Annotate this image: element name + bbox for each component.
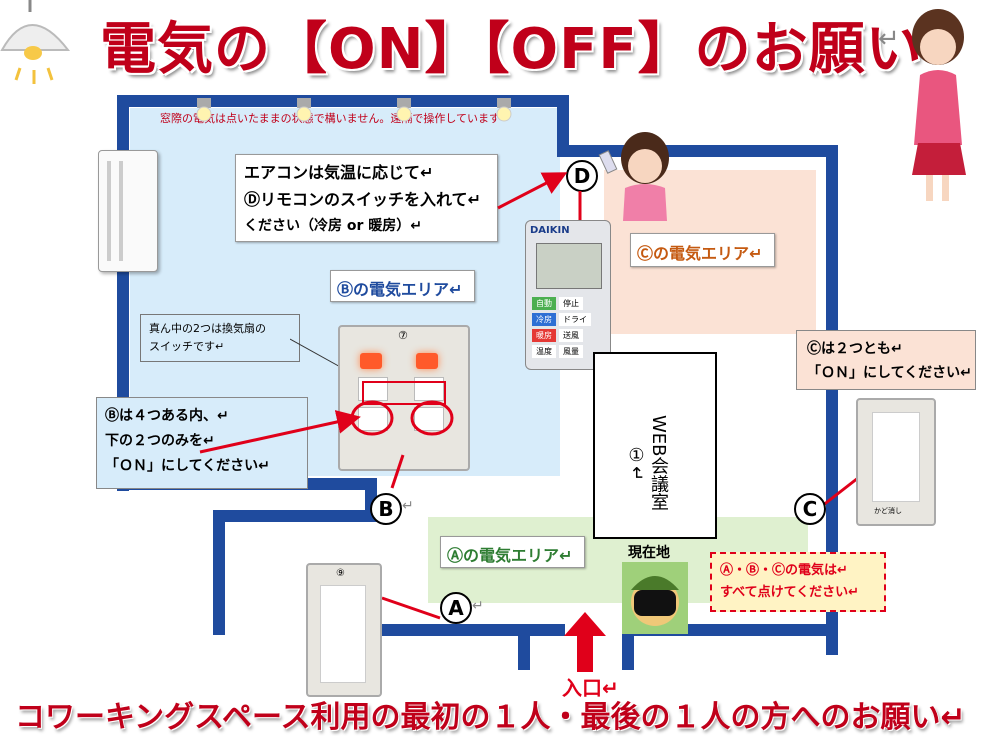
area-c-label-box: Ⓒの電気エリア↵ (630, 233, 775, 267)
b-note-line-1: Ⓑは４つある内、↵ (105, 408, 229, 424)
all-note-line-1: Ⓐ・Ⓑ・Ⓒの電気は↵ (720, 563, 848, 578)
wall-lower-horizontal (213, 510, 377, 522)
area-b-label: Ⓑの電気エリア↵ (337, 280, 463, 299)
fan-note-line-2: スイッチです↵ (149, 340, 225, 353)
wall-entrance-left (518, 624, 530, 670)
wall-top-right-stub (557, 95, 569, 155)
b-note-line-2: 下の２つのみを↵ (105, 433, 215, 449)
area-a-label-box: Ⓐの電気エリア↵ (440, 536, 585, 568)
marker-d: D (566, 160, 598, 192)
air-conditioner-icon (98, 150, 158, 272)
c-note-line-1: Ⓒは２つとも↵ (807, 341, 903, 357)
area-a-label: Ⓐの電気エリア↵ (447, 546, 573, 565)
switch-number-b: ⑦ (398, 329, 408, 342)
area-c-label: Ⓒの電気エリア↵ (637, 244, 763, 263)
fan-note-line-1: 真ん中の2つは換気扇の (149, 322, 266, 335)
switch-b-red-circles (350, 400, 454, 436)
c-instruction-box: Ⓒは２つとも↵ 「ＯＮ」にしてください↵ (796, 330, 976, 390)
aircon-line-2: Ⓓリモコンのスイッチを入れて↵ (244, 190, 481, 209)
aircon-instruction-box: エアコンは気温に応じて↵ Ⓓリモコンのスイッチを入れて↵ ください（冷房 or … (235, 154, 498, 242)
switch-number-c: かど消し (874, 507, 902, 515)
current-location-label: 現在地 (628, 545, 670, 561)
switch-plate-c: かど消し (856, 398, 936, 526)
remote-brand: DAIKIN (530, 225, 570, 236)
all-note-line-2: すべて点けてください↵ (720, 585, 860, 600)
title-return-mark: ↵ (878, 24, 900, 54)
remote-button: 暖房 (532, 329, 556, 342)
remote-control: DAIKIN 自動 停止 冷房 ドライ 暖房 送風 温度 風量 (525, 220, 611, 370)
remote-button: 自動 (532, 297, 556, 310)
marker-b: B (370, 493, 402, 525)
wall-top (117, 95, 567, 107)
remote-button: 温度 (532, 345, 556, 358)
woman-with-remote-icon (598, 132, 669, 221)
web-meeting-room-label: WEB会議室①↵ (626, 415, 669, 511)
switch-plate-b: ⑦ (338, 325, 470, 471)
footer-request: コワーキングスペース利用の最初の１人・最後の１人の方へのお願い↵ (15, 700, 966, 735)
current-location-person-icon (622, 562, 688, 634)
web-meeting-room: WEB会議室①↵ (593, 352, 717, 539)
aircon-line-3: ください（冷房 or 暖房）↵ (244, 218, 423, 234)
light-bulb-icon (296, 98, 312, 122)
all-lights-note-box: Ⓐ・Ⓑ・Ⓒの電気は↵ すべて点けてください↵ (710, 552, 886, 612)
marker-a-return: ↵ (472, 598, 484, 614)
light-bulb-icon (396, 98, 412, 122)
ceiling-lamp-icon (0, 0, 71, 84)
remote-button: 風量 (559, 345, 583, 358)
marker-a: A (440, 592, 472, 624)
remote-button: ドライ (559, 313, 591, 326)
aircon-line-1: エアコンは気温に応じて↵ (244, 163, 434, 182)
entrance-arrow-icon (564, 612, 606, 672)
marker-b-return: ↵ (402, 498, 414, 514)
remote-button: 送風 (559, 329, 583, 342)
wall-lower-left (213, 520, 225, 635)
switch-plate-a: ⑨ (306, 563, 382, 697)
area-b-label-box: Ⓑの電気エリア↵ (330, 270, 475, 302)
wall-right (826, 145, 838, 655)
marker-c: C (794, 493, 826, 525)
page-title: 電気の【ON】【OFF】のお願い (100, 17, 923, 82)
window-note: 窓際の電気は点いたままの状態で構いません。遠隔で操作しています↵ (160, 112, 510, 125)
switch-number-a: ⑨ (336, 568, 345, 579)
light-bulb-icon (496, 98, 512, 122)
fan-note-box: 真ん中の2つは換気扇の スイッチです↵ (140, 314, 300, 362)
remote-button: 停止 (559, 297, 583, 310)
window-lights (196, 98, 512, 122)
bowing-woman-icon (912, 9, 966, 201)
entrance-label: 入口↵ (562, 676, 619, 700)
wall-bottom-left (380, 624, 565, 636)
remote-button: 冷房 (532, 313, 556, 326)
b-instruction-box: Ⓑは４つある内、↵ 下の２つのみを↵ 「ＯＮ」にしてください↵ (96, 397, 308, 489)
light-bulb-icon (196, 98, 212, 122)
b-note-line-3: 「ＯＮ」にしてください↵ (105, 458, 270, 474)
c-note-line-2: 「ＯＮ」にしてください↵ (807, 365, 972, 381)
